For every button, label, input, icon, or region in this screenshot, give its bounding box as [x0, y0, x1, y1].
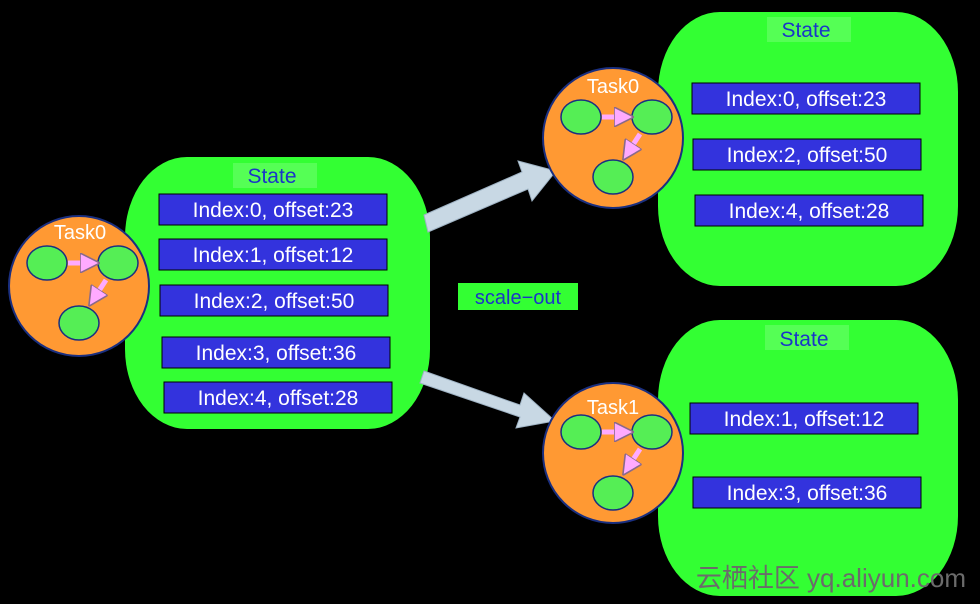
task-edge-arrow [625, 447, 640, 472]
target-state-title: State [779, 328, 828, 351]
task-node [631, 99, 673, 135]
scale-out-label: scale−out [475, 287, 562, 309]
target-top-group: State Index:0, offset:23 Index:2, offset… [542, 12, 958, 286]
scale-out-label-bg [458, 283, 578, 310]
target-state-title: State [781, 19, 830, 42]
target-entry-text: Index:1, offset:12 [724, 408, 885, 431]
source-entry-box [161, 336, 391, 369]
task-node [592, 475, 634, 511]
source-entry-box [158, 238, 388, 271]
source-entry-box [163, 381, 393, 414]
target-entry-box [692, 138, 922, 171]
source-entry-box [158, 193, 388, 226]
task-label: Task0 [54, 222, 106, 244]
source-entry-text: Index:0, offset:23 [193, 199, 354, 222]
target-entry-text: Index:2, offset:50 [727, 144, 888, 167]
task-label: Task1 [587, 397, 639, 419]
task-node [592, 159, 634, 195]
source-entry-text: Index:3, offset:36 [196, 342, 357, 365]
target-entry-box [691, 82, 921, 115]
target-state-title-bg [767, 17, 851, 42]
target-state-title-bg [765, 325, 849, 350]
target-entry-box [692, 476, 922, 509]
source-entry-text: Index:1, offset:12 [193, 244, 354, 267]
task-node [560, 99, 602, 135]
source-entry-text: Index:2, offset:50 [194, 290, 355, 313]
target-bottom-group: State Index:1, offset:12 Index:3, offset… [542, 320, 958, 596]
target-entry-text: Index:0, offset:23 [726, 88, 887, 111]
target-task: Task0 [542, 67, 684, 209]
task-node [631, 414, 673, 450]
source-state-title: State [247, 165, 296, 188]
source-group: State Index:0, offset:23 Index:1, offset… [8, 157, 430, 429]
target-entry-text: Index:3, offset:36 [727, 482, 888, 505]
flow-arrow-down [419, 370, 557, 429]
source-entry-text: Index:4, offset:28 [198, 387, 359, 410]
target-state-container [658, 320, 958, 596]
task-edge-arrow [625, 132, 640, 157]
task-edge-arrow [91, 278, 106, 303]
task-node [58, 305, 100, 341]
target-entry-box [689, 402, 919, 435]
task-node [97, 245, 139, 281]
source-task: Task0 [8, 215, 150, 357]
source-entry-box [159, 284, 389, 317]
flow-arrow-up [423, 160, 557, 233]
target-entry-text: Index:4, offset:28 [729, 200, 890, 223]
source-state-title-bg [233, 163, 317, 188]
target-task: Task1 [542, 382, 684, 524]
task-label: Task0 [587, 76, 639, 98]
watermark: 云栖社区 yq.aliyun.com [696, 563, 966, 593]
target-entry-box [694, 194, 924, 227]
task-node [26, 245, 68, 281]
task-node [560, 414, 602, 450]
